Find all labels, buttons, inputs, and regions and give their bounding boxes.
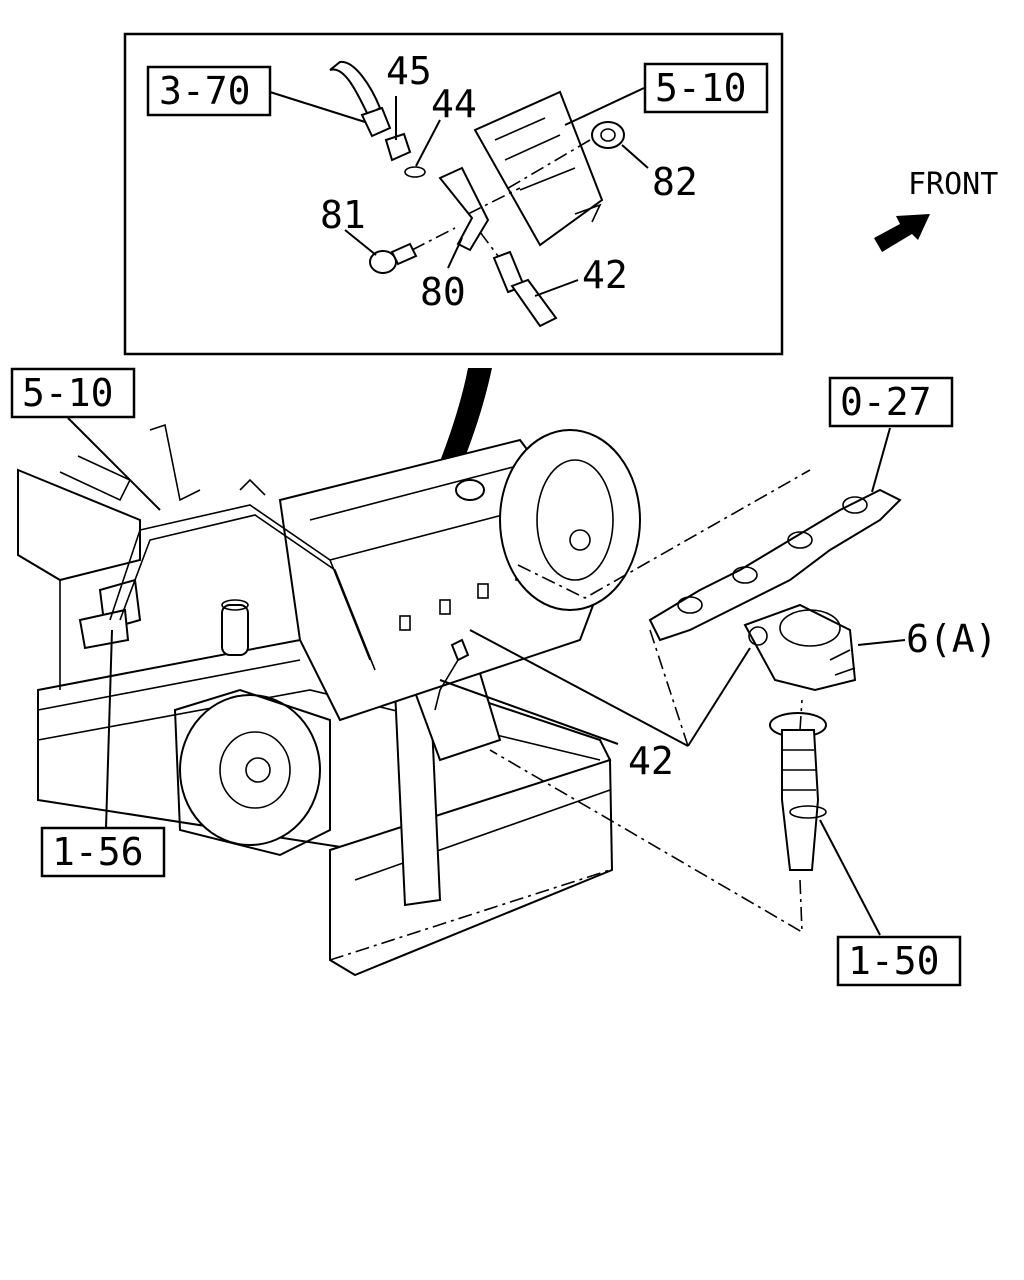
exhaust-manifold-drawing [648,488,902,642]
part-number-45: 45 [386,49,432,93]
exhaust-pipe-drawing [769,712,827,871]
part-number-81: 81 [320,193,366,237]
bolt-81-drawing [369,227,456,274]
ref-box-1-50 [836,935,962,987]
exhaust-brake-valve-drawing [743,603,857,692]
bracket-80-drawing [438,166,521,252]
nut-82-drawing [504,121,625,191]
ref-label-inset-5-10: 5-10 [655,66,747,110]
ref-label-1-56: 1-56 [52,830,144,874]
front-label: FRONT [908,167,998,202]
part-number-42-main: 42 [628,739,674,783]
inset-bracket-drawing [473,90,604,247]
pipe-42-inset-drawing [479,231,558,328]
ref-label-3-70: 3-70 [159,69,251,113]
ref-box-1-56 [40,826,166,878]
part-number-44: 44 [431,82,477,126]
ref-box-0-27 [828,376,954,428]
part-number-6a: 6(A) [906,617,998,661]
ref-box-3-70 [146,65,272,117]
ref-box-main-5-10 [10,367,136,419]
ref-box-inset-5-10 [643,62,769,114]
ref-label-main-5-10: 5-10 [22,371,114,415]
hose-fitting-drawing [329,60,426,178]
engine-block-drawing [59,423,641,857]
part-number-42-inset: 42 [582,253,628,297]
part-number-82: 82 [652,160,698,204]
ref-label-0-27: 0-27 [840,380,932,424]
part-number-80: 80 [420,270,466,314]
front-arrow-icon [874,214,930,252]
ref-label-1-50: 1-50 [848,939,940,983]
